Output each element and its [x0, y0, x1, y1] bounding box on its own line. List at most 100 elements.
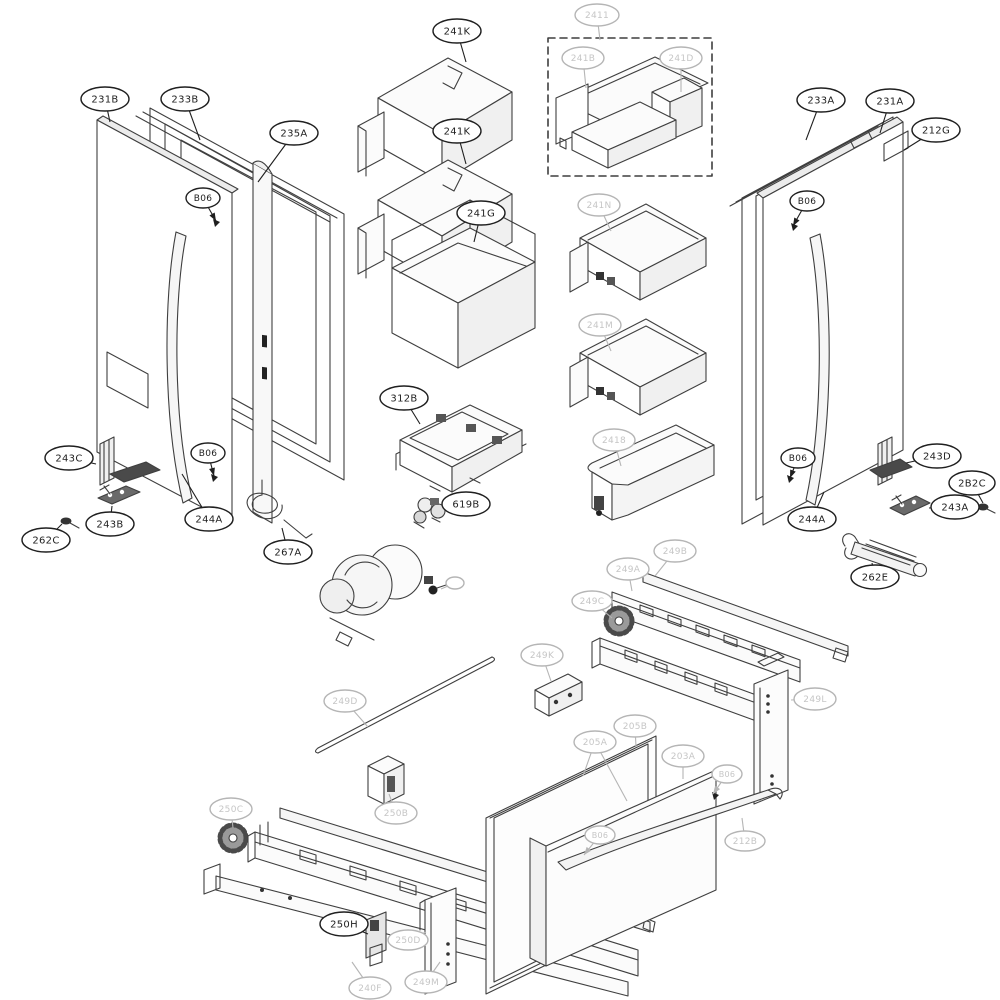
callout-ellipse — [796, 87, 846, 113]
callout-241K-5: 241K — [432, 118, 482, 144]
right-door — [757, 117, 908, 525]
callout-ellipse — [323, 689, 367, 713]
callout-label: 2411 — [585, 11, 609, 21]
callout-249C-35: 249C — [571, 590, 613, 612]
callout-label: 249C — [580, 597, 605, 607]
callout-ellipse — [160, 86, 210, 112]
callout-249M-43: 249M — [404, 970, 448, 994]
callout-label: 243C — [55, 454, 82, 465]
callout-ellipse — [374, 801, 418, 825]
callout-233A-7: 233A — [796, 87, 846, 113]
callout-ellipse — [379, 385, 429, 411]
hinge-243D — [870, 437, 912, 485]
screw-dot — [213, 219, 220, 227]
callout-label: 241G — [467, 209, 495, 220]
callout-label: 212B — [733, 837, 758, 847]
callout-arrowhead — [793, 217, 800, 226]
callout-label: 241B — [571, 54, 596, 64]
callout-label: 241K — [444, 27, 471, 38]
door-basket-241G — [392, 200, 535, 368]
callout-label: 262E — [862, 573, 889, 584]
upper-rails — [592, 572, 848, 804]
wrench-262E — [843, 534, 927, 577]
callout-label: 250H — [330, 920, 358, 931]
callout-2418-31: 2418 — [592, 428, 636, 452]
callout-250H-25: 250H — [319, 911, 369, 937]
callout-ellipse — [912, 443, 962, 469]
callout-B06-14: B06 — [190, 442, 226, 464]
callout-B06-47: B06 — [711, 764, 743, 784]
callout-ellipse — [520, 643, 564, 667]
gear-pinion-1 — [606, 608, 632, 634]
callout-label: B06 — [789, 454, 808, 464]
callout-arrowhead — [209, 212, 216, 221]
screw-small — [424, 576, 446, 595]
screw-262C — [60, 517, 80, 529]
callout-ellipse — [948, 470, 996, 496]
callout-label: 250B — [384, 809, 409, 819]
bracket-243B — [98, 485, 140, 504]
callout-label: 203A — [671, 752, 696, 762]
drawer-tub-2418 — [588, 425, 714, 520]
gear-pinion-2 — [220, 825, 246, 851]
valve-619B — [414, 498, 445, 528]
callout-label: 262C — [32, 536, 59, 547]
callout-ellipse — [711, 764, 743, 784]
left-door — [97, 116, 238, 523]
callout-250C-40: 250C — [209, 797, 253, 821]
kit-box-dashed — [548, 38, 712, 176]
callout-arrowhead — [713, 785, 721, 794]
callout-label: B06 — [719, 770, 736, 779]
callout-ellipse — [432, 118, 482, 144]
callout-arrowhead — [790, 469, 796, 478]
callout-label: 249M — [413, 978, 439, 988]
callout-ellipse — [613, 714, 657, 738]
basket-241M — [570, 319, 706, 415]
callout-243C-11: 243C — [44, 445, 94, 471]
callout-B06-19: B06 — [780, 447, 816, 469]
callout-244A-20: 244A — [787, 506, 837, 532]
callout-label: B06 — [798, 197, 817, 207]
spring-267A — [247, 493, 312, 538]
callout-ellipse — [653, 539, 697, 563]
callout-B06-3: B06 — [185, 187, 221, 209]
basket-241N — [570, 204, 706, 300]
callout-ellipse — [561, 46, 605, 70]
callout-label: 241D — [668, 54, 693, 64]
callout-231B-0: 231B — [80, 86, 130, 112]
callout-243D-21: 243D — [912, 443, 962, 469]
callout-ellipse — [592, 428, 636, 452]
callout-205B-45: 205B — [613, 714, 657, 738]
callout-ellipse — [930, 494, 980, 520]
callout-249A-34: 249A — [606, 557, 650, 581]
callout-267A-16: 267A — [263, 539, 313, 565]
callout-ellipse — [209, 797, 253, 821]
callout-label: 233A — [807, 96, 834, 107]
callout-235A-2: 235A — [269, 120, 319, 146]
rod-249D — [316, 657, 495, 753]
callout-label: 235A — [280, 129, 307, 140]
callout-ellipse — [404, 970, 448, 994]
callout-label: 241N — [586, 201, 611, 211]
callout-ellipse — [787, 506, 837, 532]
callout-ellipse — [441, 491, 491, 517]
callout-249B-33: 249B — [653, 539, 697, 563]
bracket-249K — [535, 674, 582, 716]
callout-ellipse — [80, 86, 130, 112]
callout-label: 241M — [587, 321, 613, 331]
bracket-243A — [890, 495, 930, 515]
callout-ellipse — [571, 590, 613, 612]
callout-label: 205B — [623, 722, 648, 732]
callout-ellipse — [577, 193, 621, 217]
callout-ellipse — [184, 506, 234, 532]
cap-250B — [368, 756, 404, 804]
callout-label: 205A — [583, 738, 608, 748]
callout-244A-15: 244A — [184, 506, 234, 532]
callout-241K-4: 241K — [432, 18, 482, 44]
callout-250D-42: 250D — [387, 929, 429, 951]
callout-label: 243B — [96, 520, 123, 531]
callout-205A-44: 205A — [573, 730, 617, 754]
callout-B06-48: B06 — [584, 825, 616, 845]
callout-ellipse — [793, 687, 837, 711]
